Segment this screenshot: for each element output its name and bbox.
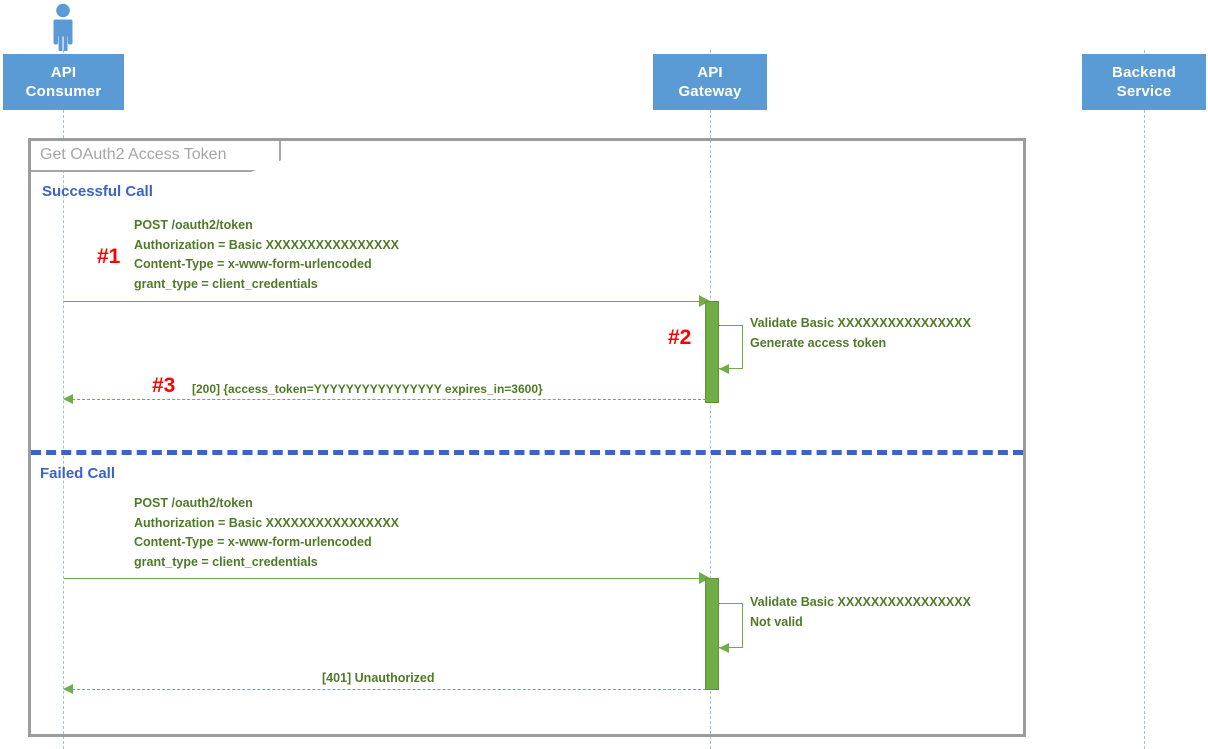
message-response2-label: [401] Unauthorized <box>322 669 435 689</box>
sequence-marker-1: #1 <box>97 246 120 267</box>
lifeline-backend-service <box>1144 50 1145 749</box>
interaction-frame <box>28 138 1026 737</box>
self-message-2-arrowhead-icon <box>719 643 729 653</box>
frame-label-tab: Get OAuth2 Access Token <box>31 141 281 172</box>
participant-backend-service-line2: Service <box>1116 83 1172 100</box>
message-request2-label: POST /oauth2/token Authorization = Basic… <box>134 494 399 572</box>
message-response2-arrow-line <box>72 689 706 690</box>
message-response2-arrowhead-icon <box>63 684 73 694</box>
sequence-marker-3-text: #3 <box>152 374 176 397</box>
participant-api-consumer-line1: API <box>50 64 77 81</box>
message-request1-label: POST /oauth2/token Authorization = Basic… <box>134 216 399 294</box>
self-message-2-label: Validate Basic XXXXXXXXXXXXXXXX Not vali… <box>750 593 971 632</box>
message-response1-arrow-line <box>72 399 706 400</box>
participant-api-consumer-line2: Consumer <box>25 83 102 100</box>
message-request2-line1: POST /oauth2/token <box>134 496 253 510</box>
self-message-1-line1: Validate Basic XXXXXXXXXXXXXXXX <box>750 316 971 330</box>
message-response1-text: [200] {access_token=YYYYYYYYYYYYYYYY exp… <box>192 382 543 396</box>
sequence-marker-3: #3 <box>152 375 175 396</box>
participant-api-consumer[interactable]: API Consumer <box>3 54 124 110</box>
message-request1-line2: Authorization = Basic XXXXXXXXXXXXXXXX <box>134 237 400 252</box>
message-request2-arrow-line <box>64 578 700 579</box>
self-message-1-label: Validate Basic XXXXXXXXXXXXXXXX Generate… <box>750 314 971 353</box>
message-request2-arrowhead-icon <box>699 572 710 584</box>
message-request1-arrowhead-icon <box>699 295 710 307</box>
participant-backend-service-line1: Backend <box>1112 64 1176 81</box>
participant-api-gateway[interactable]: API Gateway <box>653 54 767 110</box>
fragment-title-failed-call: Failed Call <box>40 465 115 482</box>
message-response1-label: [200] {access_token=YYYYYYYYYYYYYYYY exp… <box>192 380 543 400</box>
message-response2-text: [401] Unauthorized <box>322 671 435 685</box>
message-request1-line4: grant_type = client_credentials <box>134 276 318 291</box>
fragment-title-failed-call-text: Failed Call <box>40 465 116 482</box>
self-message-2-loop <box>719 603 743 648</box>
message-request1-line1: POST /oauth2/token <box>134 218 253 232</box>
self-message-2-line2: Not valid <box>750 614 803 629</box>
self-message-2-line1: Validate Basic XXXXXXXXXXXXXXXX <box>750 595 971 609</box>
message-request2-line3: Content-Type = x-www-form-urlencoded <box>134 535 372 549</box>
message-request1-line3: Content-Type = x-www-form-urlencoded <box>134 257 372 271</box>
activation-bar-gateway-1 <box>705 301 719 403</box>
frame-title: Get OAuth2 Access Token <box>40 146 227 163</box>
participant-api-gateway-line1: API <box>697 64 723 81</box>
message-request1-arrow-line <box>64 301 700 302</box>
actor-icon <box>40 3 86 51</box>
participant-backend-service[interactable]: Backend Service <box>1082 54 1206 110</box>
sequence-marker-2: #2 <box>668 327 691 348</box>
self-message-1-loop <box>719 325 743 369</box>
message-request2-line4: grant_type = client_credentials <box>134 554 318 569</box>
fragment-title-successful-call-text: Successful Call <box>42 183 153 200</box>
fragment-divider <box>31 450 1023 455</box>
participant-api-gateway-line2: Gateway <box>678 83 742 100</box>
sequence-marker-1-text: #1 <box>97 245 121 268</box>
sequence-marker-2-text: #2 <box>668 326 692 349</box>
self-message-1-line2: Generate access token <box>750 335 887 350</box>
message-request2-line2: Authorization = Basic XXXXXXXXXXXXXXXX <box>134 515 400 530</box>
activation-bar-gateway-2 <box>705 578 719 690</box>
self-message-1-arrowhead-icon <box>719 364 729 374</box>
fragment-title-successful-call: Successful Call <box>42 183 153 200</box>
message-response1-arrowhead-icon <box>63 394 73 404</box>
